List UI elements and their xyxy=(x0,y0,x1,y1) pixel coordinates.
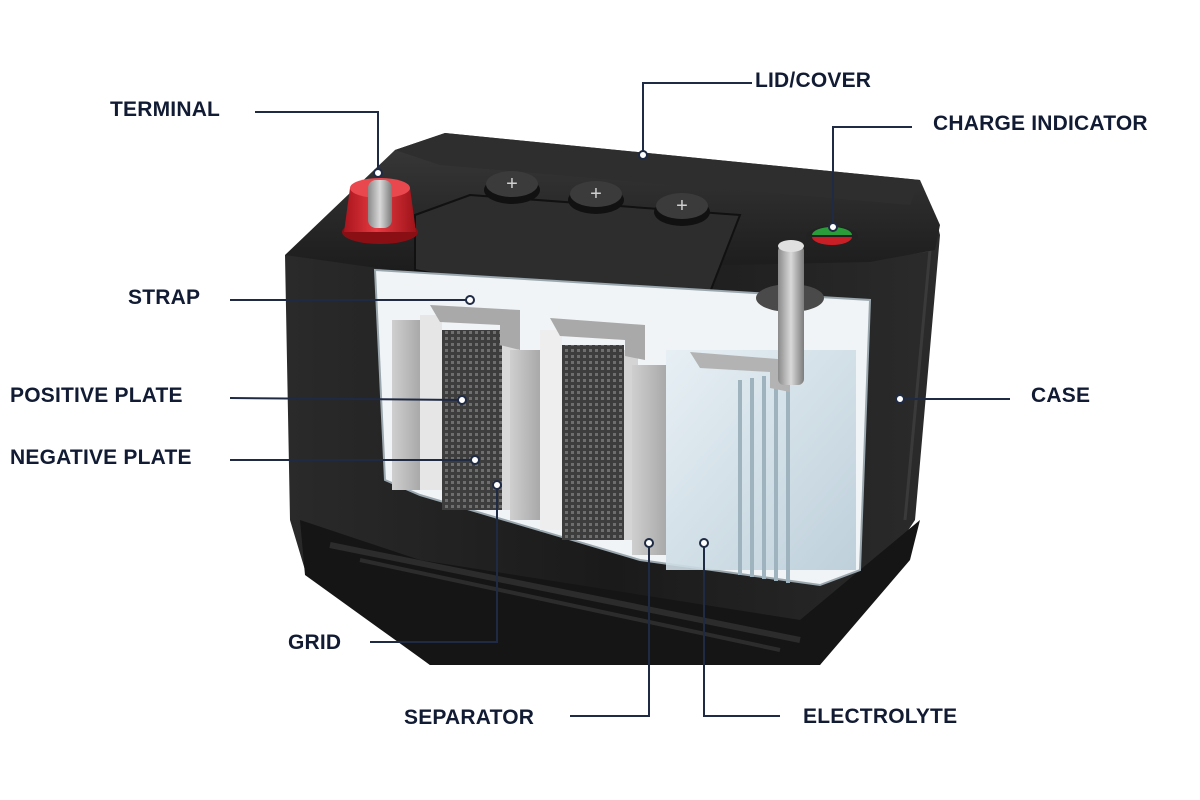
vent-cap: + xyxy=(568,181,624,214)
vent-cap: + xyxy=(654,193,710,226)
vent-cap-plus-icon: + xyxy=(506,173,518,195)
label-charge-indicator: CHARGE INDICATOR xyxy=(933,113,1148,134)
marker-strap xyxy=(466,296,474,304)
cell-1 xyxy=(392,305,520,510)
vent-cap: + xyxy=(484,171,540,204)
leader-lid-cover xyxy=(643,83,752,155)
red-terminal xyxy=(342,178,418,244)
cell-2 xyxy=(510,318,645,540)
label-lid-cover: LID/COVER xyxy=(755,70,871,91)
vent-cap-plus-icon: + xyxy=(676,195,688,217)
vent-cap-plus-icon: + xyxy=(590,183,602,205)
marker-charge-indicator xyxy=(829,223,837,231)
label-separator: SEPARATOR xyxy=(404,707,534,728)
marker-terminal xyxy=(374,169,382,177)
marker-separator xyxy=(645,539,653,547)
marker-case xyxy=(896,395,904,403)
electrolyte-volume xyxy=(666,350,856,570)
label-electrolyte: ELECTROLYTE xyxy=(803,706,957,727)
marker-grid xyxy=(493,481,501,489)
marker-positive-plate xyxy=(458,396,466,404)
leader-terminal xyxy=(255,112,378,173)
marker-electrolyte xyxy=(700,539,708,547)
label-negative-plate: NEGATIVE PLATE xyxy=(10,447,192,468)
marker-negative-plate xyxy=(471,456,479,464)
cell-3 xyxy=(632,350,856,583)
label-terminal: TERMINAL xyxy=(110,99,220,120)
separator-plate xyxy=(632,365,666,555)
label-case: CASE xyxy=(1031,385,1090,406)
marker-lid-cover xyxy=(639,151,647,159)
label-positive-plate: POSITIVE PLATE xyxy=(10,385,183,406)
label-strap: STRAP xyxy=(128,287,200,308)
label-grid: GRID xyxy=(288,632,341,653)
